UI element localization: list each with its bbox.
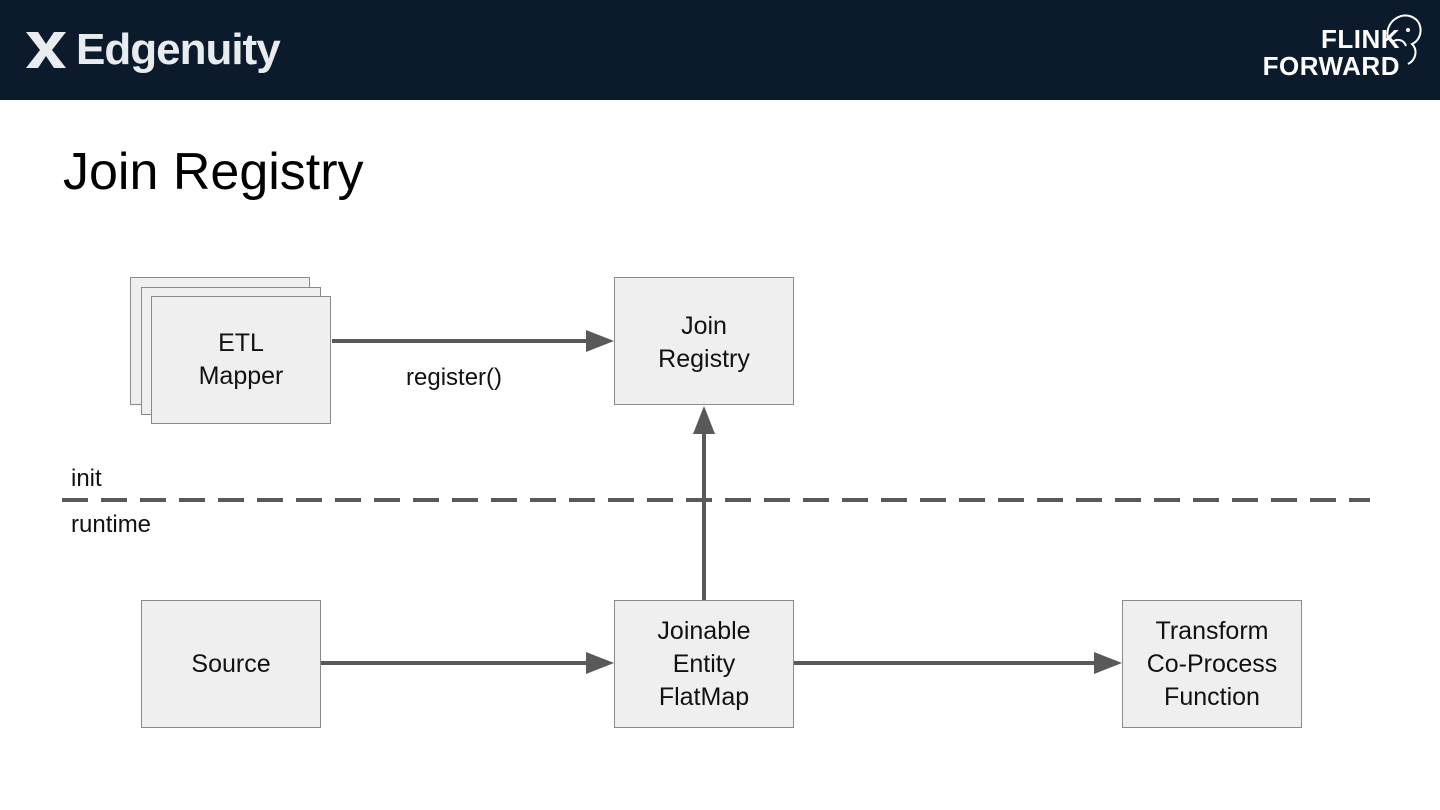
arrow-joinable-to-transform — [794, 652, 1122, 674]
runtime-phase-label: runtime — [71, 511, 152, 538]
transform-coprocess-node: Transform Co-Process Function — [1122, 600, 1302, 728]
flink-forward-logo: FLINK FORWARD — [1228, 8, 1428, 92]
join-registry-node: Join Registry — [614, 277, 794, 405]
edgenuity-logo-text: Edgenuity — [76, 25, 281, 74]
page-title: Join Registry — [63, 143, 364, 201]
flink-logo-line2: FORWARD — [1262, 51, 1400, 81]
edgenuity-logo: Edgenuity — [20, 20, 281, 80]
joinable-entity-flatmap-node: Joinable Entity FlatMap — [614, 600, 794, 728]
flink-logo-line1: FLINK — [1320, 24, 1400, 54]
arrow-joinable-to-registry — [693, 406, 715, 600]
squirrel-icon — [1386, 14, 1422, 65]
header-bar: Edgenuity FLINK FORWARD — [0, 0, 1440, 100]
etl-mapper-node: ETL Mapper — [151, 296, 331, 424]
source-node: Source — [141, 600, 321, 728]
register-edge-label: register() — [406, 364, 503, 391]
flink-forward-logo-text: FLINK FORWARD — [1263, 26, 1400, 80]
arrow-source-to-joinable — [321, 652, 614, 674]
init-phase-label: init — [71, 465, 102, 492]
x-mark-icon — [26, 32, 66, 68]
arrow-etl-to-registry — [332, 330, 614, 352]
